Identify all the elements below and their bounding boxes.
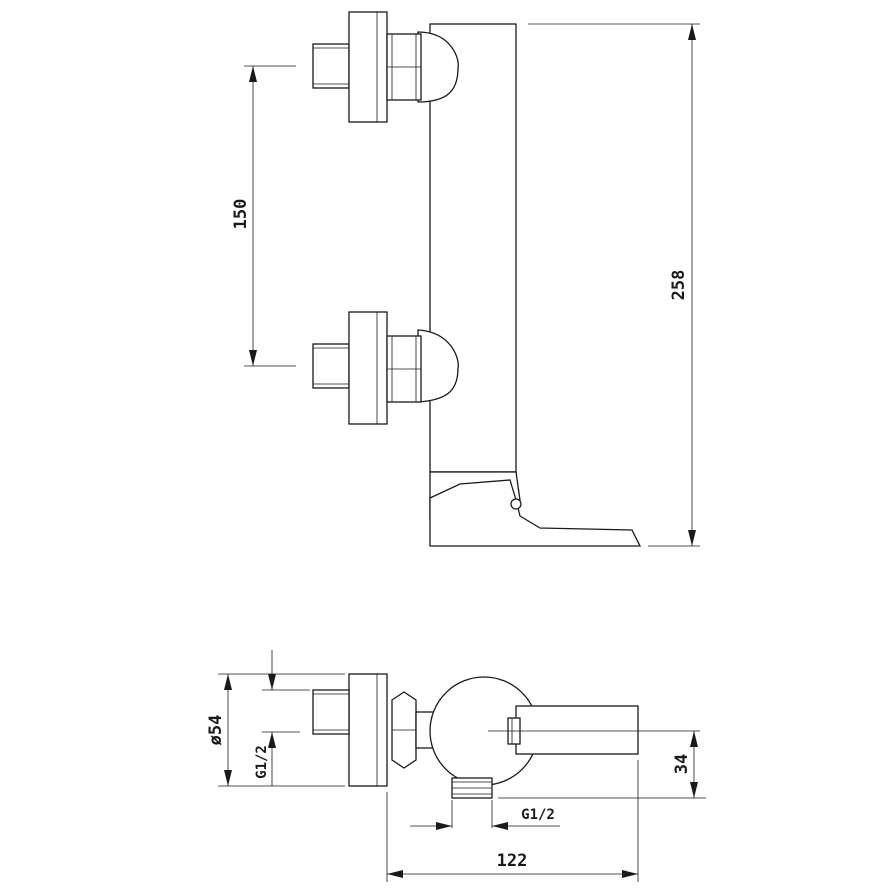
dim-label-inlet-g12: G1/2 (254, 745, 270, 779)
plan-view: ø54 G1/2 34 G1/2 (206, 650, 706, 882)
upper-dome (417, 31, 459, 103)
plan-outlet (451, 777, 493, 828)
plan-thread (312, 689, 350, 735)
lower-dome (417, 329, 459, 403)
upper-inlet-connector (312, 11, 422, 123)
dim-label-258: 258 (669, 270, 689, 301)
dim-label-outlet-g12: G1/2 (521, 807, 555, 823)
dim-label-34: 34 (672, 754, 692, 774)
lever-handle (429, 471, 642, 547)
dim-122: 122 (386, 760, 639, 882)
plan-lever-arm (515, 705, 639, 755)
plan-flange (348, 673, 388, 787)
dim-258: 258 (528, 23, 700, 547)
dim-150: 150 (231, 65, 296, 367)
lower-inlet-connector (312, 311, 422, 425)
dim-34: 34 (498, 731, 706, 799)
dim-inlet-g12: G1/2 (254, 650, 310, 786)
front-view: 150 258 (231, 11, 700, 547)
dim-label-150: 150 (231, 199, 251, 230)
mixer-body (429, 23, 517, 473)
dim-label-o54: ø54 (206, 715, 226, 746)
dim-label-122: 122 (497, 851, 528, 871)
dim-o54: ø54 (206, 673, 345, 787)
dim-outlet-g12: G1/2 (410, 807, 560, 830)
